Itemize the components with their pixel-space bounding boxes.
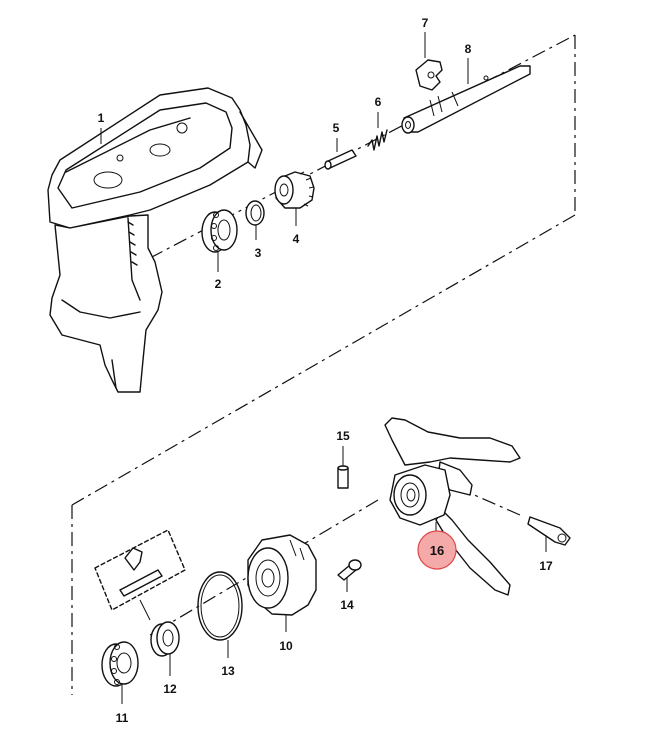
spring-part-6 bbox=[367, 129, 388, 151]
detail-box bbox=[94, 529, 186, 621]
propeller-part-16 bbox=[384, 417, 521, 596]
callout-7: 7 bbox=[422, 16, 429, 58]
callout-label-5: 5 bbox=[333, 121, 340, 135]
bolt-part-14 bbox=[337, 559, 362, 581]
callout-label-6: 6 bbox=[375, 95, 382, 109]
highlight-circle bbox=[417, 530, 457, 570]
bearing-carrier-part-10 bbox=[247, 534, 317, 616]
callout-label-16: 16 bbox=[430, 543, 444, 558]
cotter-pin-part-17 bbox=[527, 516, 571, 546]
bearing-part-11 bbox=[101, 641, 139, 687]
callout-11: 11 bbox=[116, 684, 129, 725]
callout-label-2: 2 bbox=[215, 277, 222, 291]
callout-label-14: 14 bbox=[340, 598, 354, 612]
callout-label-1: 1 bbox=[98, 111, 105, 125]
callout-15: 15 bbox=[336, 429, 350, 466]
callout-13: 13 bbox=[221, 640, 235, 678]
pin-part-15 bbox=[337, 465, 349, 489]
callout-14: 14 bbox=[340, 578, 354, 612]
callout-label-12: 12 bbox=[163, 682, 177, 696]
clip-part-7 bbox=[415, 59, 443, 91]
bearing-part-12 bbox=[150, 621, 180, 657]
callout-label-8: 8 bbox=[465, 42, 472, 56]
callout-label-11: 11 bbox=[116, 711, 129, 725]
callout-label-3: 3 bbox=[255, 246, 262, 260]
callout-label-13: 13 bbox=[221, 664, 235, 678]
callout-17: 17 bbox=[539, 535, 553, 573]
callout-3: 3 bbox=[255, 225, 262, 260]
callout-label-17: 17 bbox=[539, 559, 553, 573]
callout-label-4: 4 bbox=[293, 232, 300, 246]
callout-8: 8 bbox=[465, 42, 472, 84]
callout-6: 6 bbox=[375, 95, 382, 128]
callout-10: 10 bbox=[279, 614, 293, 653]
shim-part-3 bbox=[245, 200, 265, 226]
callout-12: 12 bbox=[163, 654, 177, 696]
frame-lines bbox=[71, 34, 576, 695]
callout-5: 5 bbox=[333, 121, 340, 152]
bearing-part-2 bbox=[201, 209, 238, 253]
gear-housing-part bbox=[47, 87, 263, 393]
o-ring-part-13 bbox=[197, 571, 243, 641]
shaft-part-8 bbox=[401, 65, 531, 134]
callout-1: 1 bbox=[98, 111, 105, 144]
callout-label-10: 10 bbox=[279, 639, 293, 653]
callout-label-7: 7 bbox=[422, 16, 429, 30]
callout-16: 16 bbox=[417, 522, 457, 570]
callout-4: 4 bbox=[293, 208, 300, 246]
callout-label-15: 15 bbox=[336, 429, 350, 443]
callout-2: 2 bbox=[215, 252, 222, 291]
pin-part-5 bbox=[324, 149, 357, 170]
pinion-gear-part-4 bbox=[274, 171, 315, 209]
